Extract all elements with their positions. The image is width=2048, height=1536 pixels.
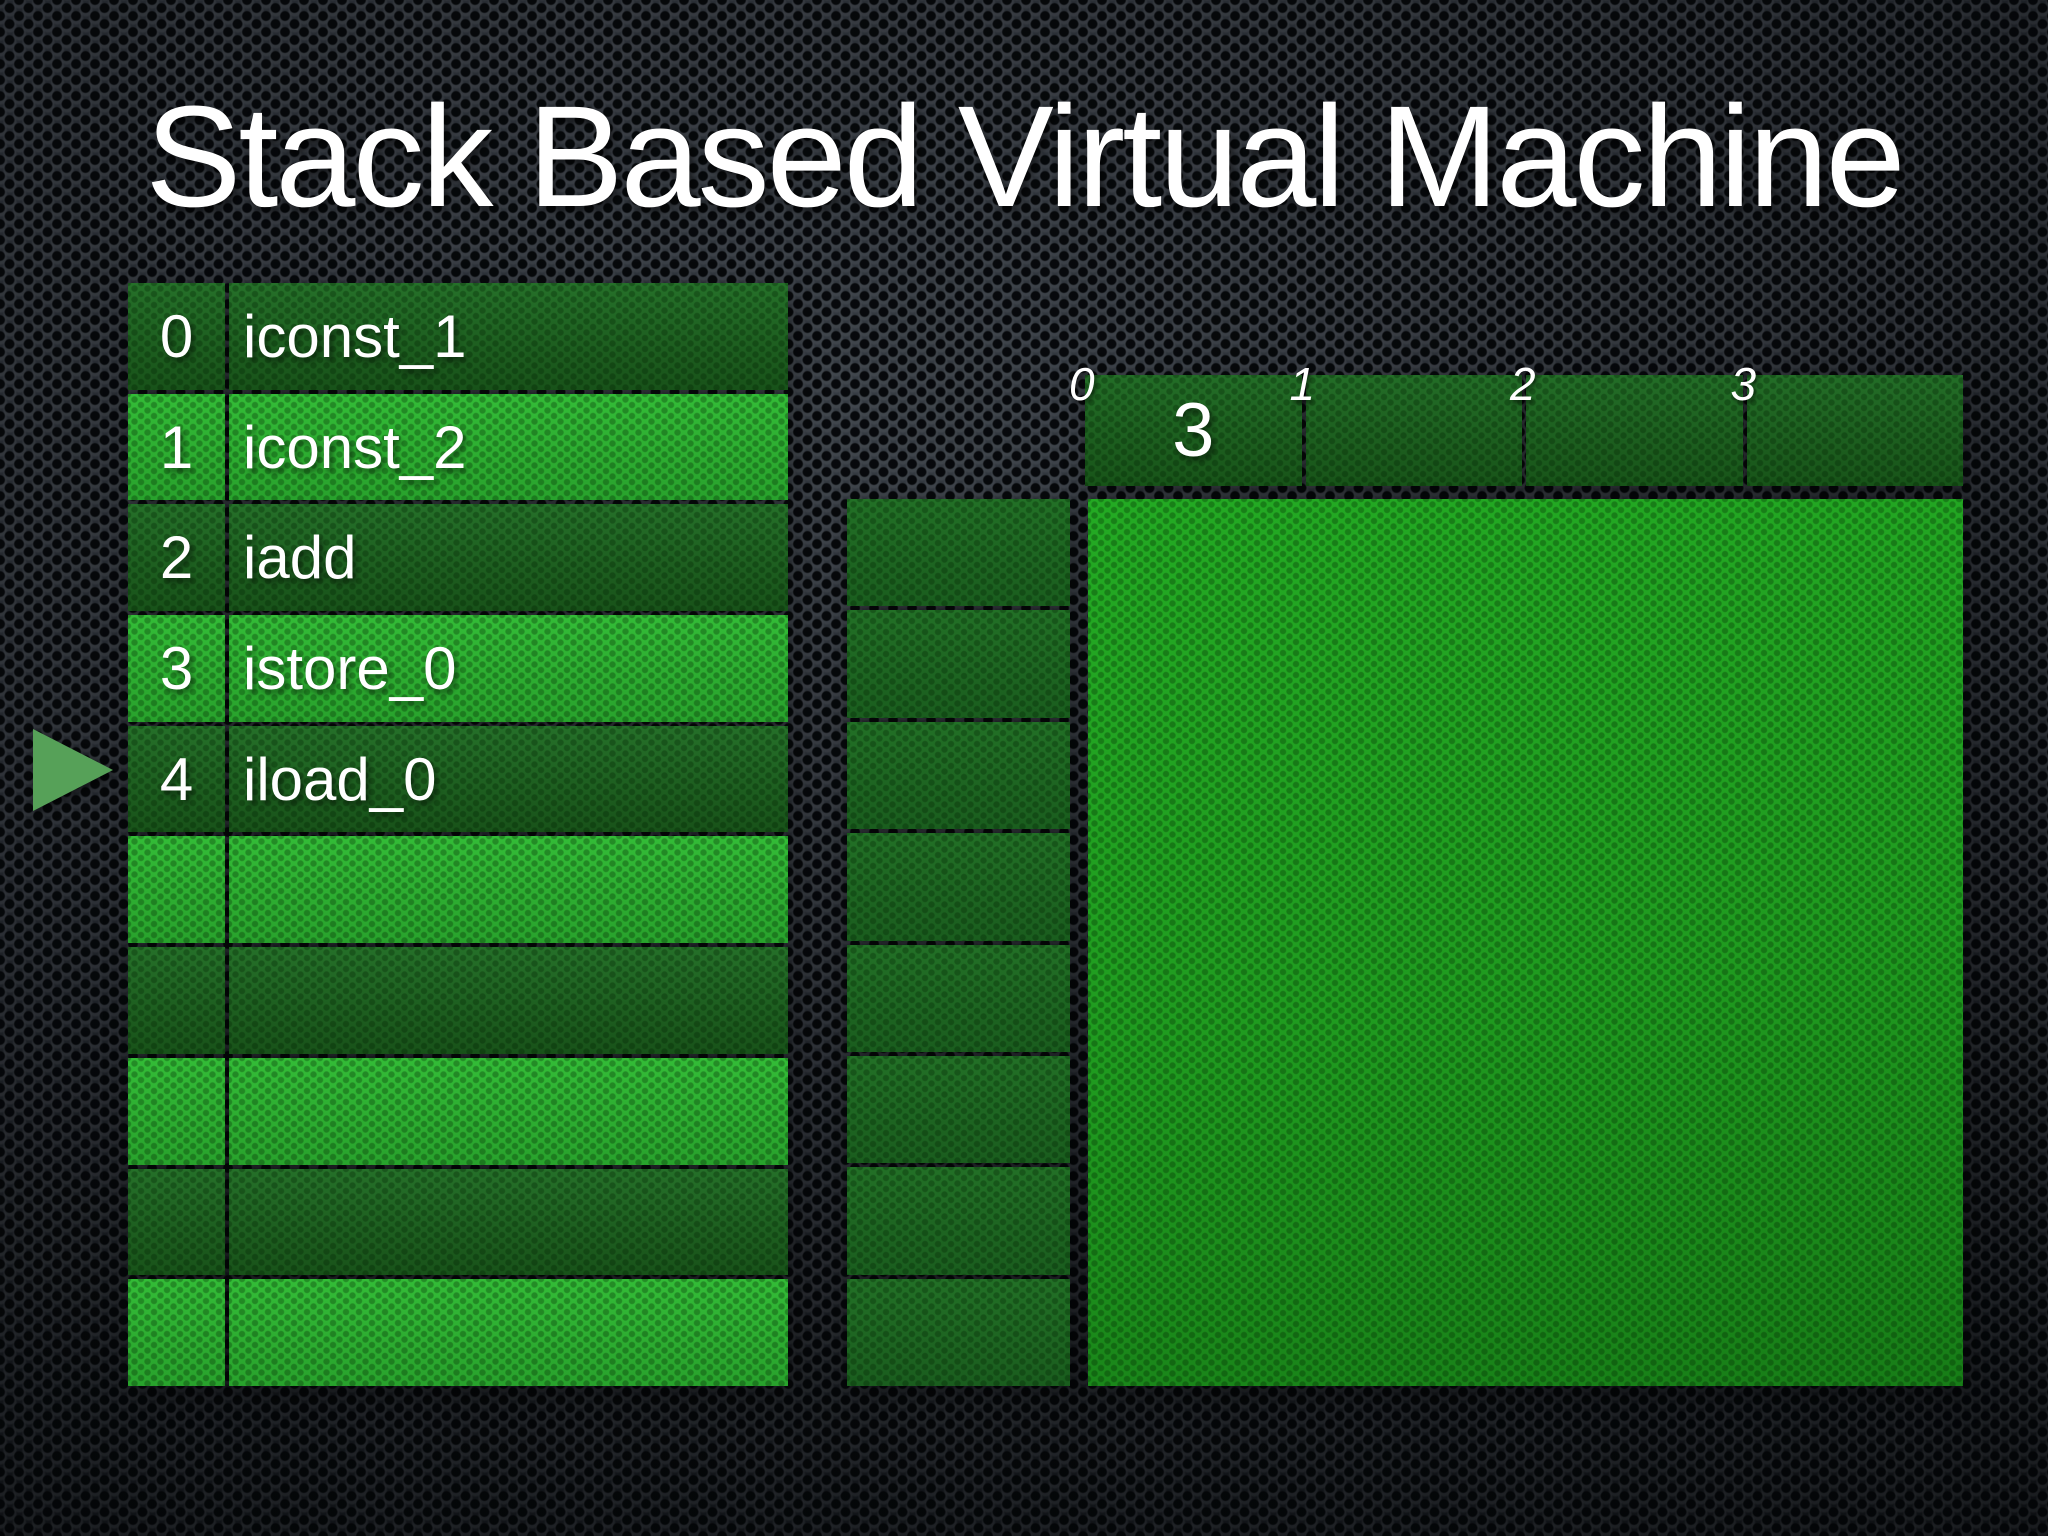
bytecode-row-7-index — [128, 1057, 225, 1165]
operand-stack-cell-2 — [847, 721, 1070, 830]
local-variable-label-2: 2 — [1510, 358, 1536, 410]
operand-stack-cell-4 — [847, 944, 1070, 1052]
bytecode-row-6-index — [128, 947, 225, 1054]
local-variable-slot-1: 1 — [1290, 358, 1522, 486]
bytecode-row-1-index: 1 — [128, 393, 225, 501]
operand-stack-cell-0 — [847, 499, 1070, 607]
bytecode-row-2-instruction: iadd — [229, 504, 788, 612]
bytecode-row-6-instruction — [229, 947, 788, 1054]
bytecode-row-4-instruction: iload_0 — [229, 725, 788, 833]
bytecode-row-2-index: 2 — [128, 504, 225, 612]
operand-stack-cell-1 — [847, 610, 1070, 718]
bytecode-row-4-index: 4 — [128, 725, 225, 833]
bytecode-row-3-index: 3 — [128, 615, 225, 722]
bytecode-row-8-index — [128, 1168, 225, 1276]
bytecode-row-8-instruction — [229, 1168, 788, 1276]
bytecode-row-9-index — [128, 1279, 225, 1386]
local-variable-slot-2: 2 — [1510, 358, 1743, 486]
instruction-pointer-arrow-icon — [33, 729, 113, 811]
operand-stack-cell-7 — [847, 1278, 1070, 1386]
operand-stack-cell-5 — [847, 1055, 1070, 1164]
local-variable-label-0: 0 — [1069, 358, 1095, 410]
bytecode-row-7-instruction — [229, 1057, 788, 1165]
slide-title: Stack Based Virtual Machine — [145, 76, 1905, 237]
operand-stack — [847, 499, 1070, 1386]
bytecode-row-3-instruction: istore_0 — [229, 615, 788, 722]
bytecode-row-0-index: 0 — [128, 283, 225, 390]
bytecode-row-5-instruction — [229, 836, 788, 944]
local-variable-slot-3: 3 — [1731, 358, 1963, 486]
operand-stack-cell-3 — [847, 833, 1070, 941]
bytecode-row-0-instruction: iconst_1 — [229, 283, 788, 390]
heap-panel — [1088, 499, 1963, 1386]
operand-stack-cell-6 — [847, 1167, 1070, 1275]
bytecode-row-9-instruction — [229, 1279, 788, 1386]
bytecode-row-1-instruction: iconst_2 — [229, 393, 788, 501]
bytecode-row-5-index — [128, 836, 225, 944]
local-variable-value-0: 3 — [1172, 387, 1215, 473]
local-variable-label-3: 3 — [1730, 358, 1757, 410]
local-variable-label-1: 1 — [1289, 358, 1316, 410]
